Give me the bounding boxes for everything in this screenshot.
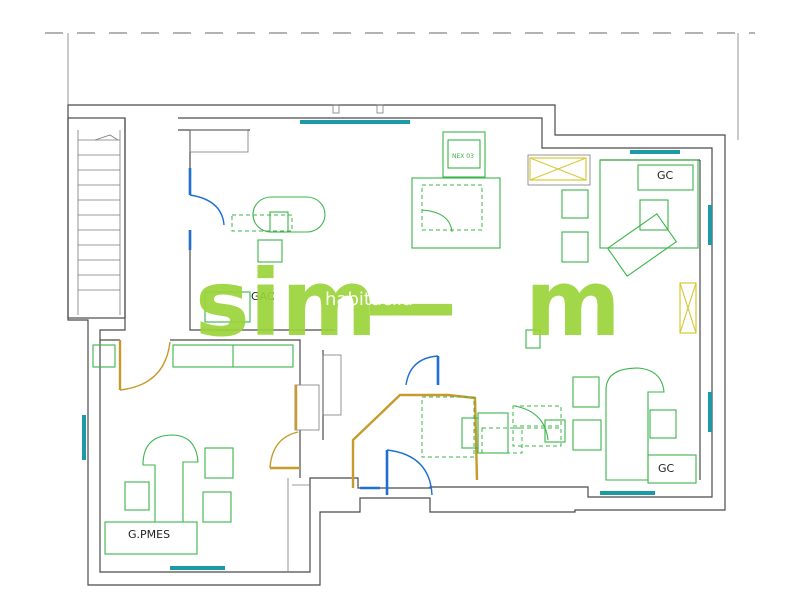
- room-label-gc-bottom: GC: [658, 462, 675, 475]
- room-gc-bottom-furniture: [512, 367, 697, 484]
- room-label-gc-top: GC: [657, 169, 674, 182]
- doors: [118, 168, 479, 496]
- room-gc-top-furniture: [529, 157, 699, 334]
- room-label-nex: NEX 03: [452, 153, 474, 160]
- room-gpmes-furniture: [104, 434, 234, 555]
- room-label-gpmes: G.PMES: [128, 528, 170, 541]
- staircase: [77, 130, 121, 315]
- room-left-upper-furniture: [92, 344, 294, 368]
- watermark-m: m: [525, 250, 621, 357]
- watermark-overlay-text: habitaclia: [325, 289, 413, 310]
- room-labels: GAC NEX 03 GC GC G.PMES: [128, 153, 675, 541]
- exterior-walls: [67, 104, 726, 586]
- watermark-dash: —: [365, 250, 457, 357]
- room-center-furniture: [411, 131, 541, 349]
- property-boundary: [45, 32, 755, 140]
- room-center-bottom-furniture: [421, 396, 523, 458]
- windows: [82, 120, 712, 570]
- watermark-sim: sim: [195, 250, 377, 357]
- room-gac-furniture: [204, 196, 326, 323]
- watermark: sim — m habitaclia: [195, 250, 621, 357]
- room-label-gac: GAC: [251, 290, 275, 303]
